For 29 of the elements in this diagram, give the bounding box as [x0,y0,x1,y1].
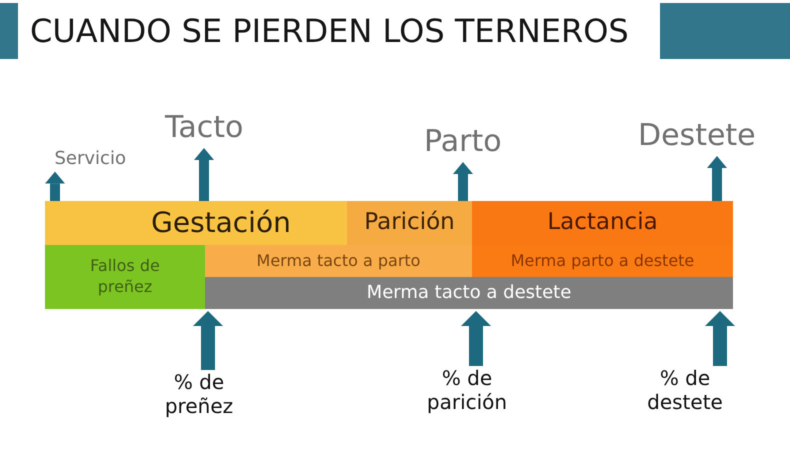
arrow [705,311,735,366]
segment-label: Parición [364,208,455,238]
rate-label: % de preñez [153,370,245,418]
arrow [461,311,491,366]
segment-label: Gestación [151,204,291,241]
milestone-label: Destete [638,118,756,154]
timeline-segment [472,245,733,277]
segment-label: Merma tacto a parto [256,250,420,272]
timeline-segment [205,245,472,277]
rate-label: % de destete [638,366,732,414]
timeline-segment [45,201,347,245]
timeline-segment [45,245,205,309]
milestone-label: Tacto [165,110,244,146]
arrow [193,311,223,370]
arrow [194,148,214,201]
rate-label: % de parición [416,366,518,414]
segment-label: Merma parto a destete [510,250,694,272]
milestone-label: Servicio [54,148,126,170]
title: CUANDO SE PIERDEN LOS TERNEROS [30,12,629,50]
segment-label: Merma tacto a destete [366,281,572,305]
segment-label: Fallos de preñez [89,256,161,298]
timeline-segment [347,201,472,245]
arrow [453,162,473,201]
segment-label: Lactancia [547,208,658,238]
timeline-segment [472,201,733,245]
milestone-label: Parto [424,124,502,160]
timeline-segment [205,277,733,309]
arrow [45,172,65,201]
arrow [707,156,727,201]
